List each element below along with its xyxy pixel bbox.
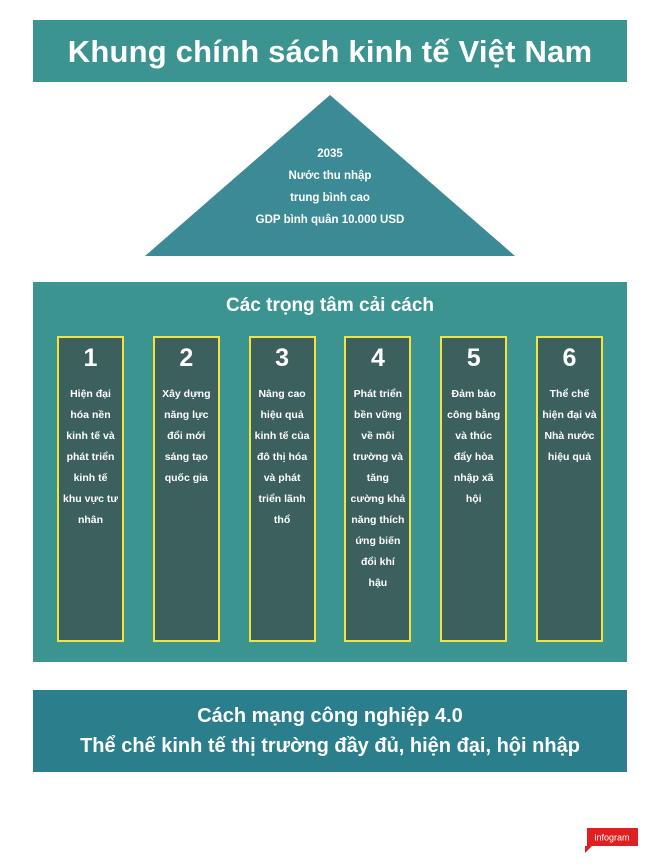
reform-card-text: Phát triển bền vững về môi trường và tăn…: [350, 388, 406, 589]
page-title: Khung chính sách kinh tế Việt Nam: [67, 33, 593, 69]
bottom-banner: Cách mạng công nghiệp 4.0 Thể chế kinh t…: [33, 690, 627, 772]
reform-card-text: Đảm bảo công bằng và thúc đẩy hòa nhập x…: [447, 388, 501, 505]
reform-card-text: Hiện đại hóa nền kinh tế và phát triển k…: [63, 388, 118, 526]
reform-section-heading: Các trọng tâm cải cách: [225, 295, 435, 316]
reform-card-number: 6: [562, 344, 577, 372]
infogram-logo-icon: infogram: [585, 828, 638, 853]
reform-cards-row: 1 Hiện đại hóa nền kinh tế và phát triển…: [57, 336, 603, 642]
reform-card-number: 3: [275, 344, 290, 372]
reform-card-text: Thể chế hiện đại và Nhà nước hiệu quả: [542, 388, 597, 463]
reform-card-5[interactable]: 5 Đảm bảo công bằng và thúc đẩy hòa nhập…: [440, 336, 508, 642]
reform-card-text: Xây dựng năng lực đổi mới sáng tạo quốc …: [162, 388, 211, 484]
reform-card-number: 2: [179, 344, 194, 372]
goal-triangle: 2035 Nước thu nhập trung bình cao GDP bì…: [145, 95, 515, 256]
reform-card-number: 5: [466, 344, 481, 372]
reform-panel: Các trọng tâm cải cách 1 Hiện đại hóa nề…: [33, 282, 627, 662]
reform-card-4[interactable]: 4 Phát triển bền vững về môi trường và t…: [344, 336, 412, 642]
reform-card-number: 1: [83, 344, 98, 372]
reform-card-3[interactable]: 3 Nâng cao hiệu quả kinh tế của đô thị h…: [248, 336, 316, 642]
reform-card-6[interactable]: 6 Thể chế hiện đại và Nhà nước hiệu quả: [535, 336, 603, 642]
bottom-banner-line-2: Thể chế kinh tế thị trường đầy đủ, hiện …: [80, 735, 580, 757]
infogram-logo[interactable]: infogram: [578, 826, 640, 854]
reform-card-text: Nâng cao hiệu quả kinh tế của đô thị hóa…: [254, 388, 310, 526]
bottom-banner-line-1: Cách mạng công nghiệp 4.0: [197, 705, 463, 727]
triangle-shape-icon: [145, 95, 515, 256]
reform-card-1[interactable]: 1 Hiện đại hóa nền kinh tế và phát triển…: [57, 336, 124, 642]
reform-card-2[interactable]: 2 Xây dựng năng lực đổi mới sáng tạo quố…: [152, 336, 220, 642]
title-banner: Khung chính sách kinh tế Việt Nam: [33, 20, 627, 82]
reform-card-number: 4: [370, 344, 385, 372]
infogram-logo-text: infogram: [594, 833, 629, 843]
